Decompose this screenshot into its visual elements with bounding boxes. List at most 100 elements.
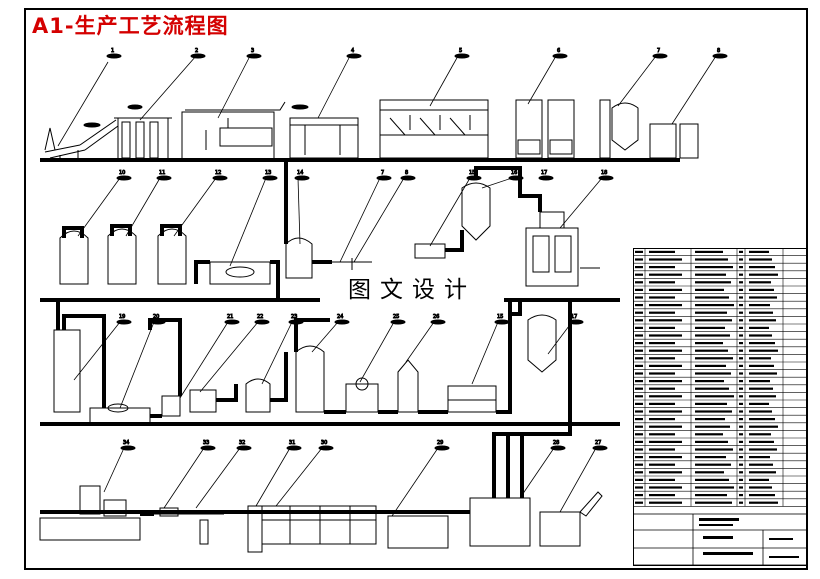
table-cell-text bbox=[695, 433, 723, 436]
table-cell-text bbox=[649, 288, 682, 291]
table-cell-text bbox=[739, 433, 743, 436]
table-cell-text bbox=[649, 250, 675, 253]
tag: 15 bbox=[497, 314, 503, 320]
table-cell-text bbox=[749, 418, 775, 421]
tag: 19 bbox=[119, 314, 125, 320]
table-cell-text bbox=[649, 463, 675, 466]
table-cell-text bbox=[695, 380, 724, 383]
table-cell-text bbox=[695, 410, 732, 413]
process-piping bbox=[40, 158, 680, 516]
tag: 27 bbox=[595, 440, 601, 446]
table-cell-text bbox=[749, 357, 771, 360]
table-cell-text bbox=[649, 342, 675, 345]
table-cell-text bbox=[749, 478, 769, 481]
table-cell-text bbox=[635, 311, 643, 314]
table-cell-text bbox=[739, 357, 743, 360]
equipment-list-table bbox=[633, 248, 807, 566]
table-cell-text bbox=[649, 478, 675, 481]
table-cell-text bbox=[749, 258, 772, 261]
table-cell-text bbox=[739, 326, 743, 329]
table-cell-text bbox=[635, 418, 643, 421]
table-cell-text bbox=[739, 311, 743, 314]
table-cell-text bbox=[749, 494, 775, 497]
table-cell-text bbox=[649, 456, 682, 459]
table-cell-text bbox=[695, 478, 729, 481]
table-cell-text bbox=[695, 250, 723, 253]
tag: 16 bbox=[511, 170, 517, 176]
table-cell-text bbox=[695, 448, 733, 451]
table-cell-text bbox=[695, 334, 730, 337]
table-cell-text bbox=[749, 395, 776, 398]
table-cell-text bbox=[635, 486, 643, 489]
tag: 23 bbox=[291, 314, 297, 320]
table-cell-text bbox=[749, 410, 772, 413]
table-cell-text bbox=[749, 281, 771, 284]
table-cell-text bbox=[649, 326, 675, 329]
tag-row4: 34 33 32 31 30 29 28 27 bbox=[120, 440, 608, 451]
table-cell-text bbox=[739, 486, 743, 489]
table-cell-text bbox=[649, 448, 675, 451]
table-cell-text bbox=[749, 250, 769, 253]
table-cell-text bbox=[739, 258, 743, 261]
table-cell-text bbox=[635, 342, 643, 345]
table-cell-text bbox=[739, 250, 743, 253]
tag-row1: 1 2 3 4 5 6 7 8 bbox=[106, 48, 728, 59]
table-cell-text bbox=[635, 501, 643, 504]
table-cell-text bbox=[749, 334, 772, 337]
row1-equipment bbox=[44, 99, 699, 162]
table-cell-text bbox=[695, 418, 725, 421]
table-cell-text bbox=[749, 448, 777, 451]
table-cell-text bbox=[635, 273, 643, 276]
table-cell-text bbox=[635, 440, 643, 443]
table-cell-text bbox=[635, 471, 643, 474]
table-cell-text bbox=[635, 433, 643, 436]
table-cell-text bbox=[695, 349, 728, 352]
row2-equipment bbox=[59, 182, 600, 287]
table-cell-text bbox=[635, 448, 643, 451]
table-cell-text bbox=[635, 463, 643, 466]
table-cell-text bbox=[739, 410, 743, 413]
table-cell-text bbox=[739, 304, 743, 307]
table-cell-text bbox=[749, 471, 776, 474]
table-cell-text bbox=[749, 380, 770, 383]
table-cell-text bbox=[649, 402, 675, 405]
table-cell-text bbox=[749, 433, 771, 436]
table-cell-text bbox=[695, 311, 727, 314]
table-cell-text bbox=[749, 501, 778, 504]
watermark-text: 图文设计 bbox=[320, 272, 504, 308]
table-cell-text bbox=[749, 311, 773, 314]
table-cell-text bbox=[739, 501, 743, 504]
tag: 13 bbox=[265, 170, 271, 176]
tag-row3: 19 20 21 22 23 24 25 26 15 17 bbox=[116, 314, 584, 325]
table-cell-text bbox=[649, 357, 675, 360]
tag: 8 bbox=[717, 48, 720, 54]
table-cell-text bbox=[695, 471, 724, 474]
table-cell-text bbox=[695, 456, 726, 459]
table-cell-text bbox=[749, 486, 772, 489]
table-cell-text bbox=[695, 296, 729, 299]
tag: 12 bbox=[215, 170, 221, 176]
table-cell-text bbox=[739, 471, 743, 474]
tag: 17 bbox=[541, 170, 547, 176]
table-cell-text bbox=[635, 304, 643, 307]
table-cell-text bbox=[649, 395, 682, 398]
tag: 34 bbox=[123, 440, 129, 446]
table-cell-text bbox=[635, 326, 643, 329]
table-cell-text bbox=[749, 349, 778, 352]
table-cell-text bbox=[739, 456, 743, 459]
table-cell-text bbox=[749, 440, 774, 443]
table-cell-text bbox=[695, 494, 727, 497]
table-cell-text bbox=[739, 296, 743, 299]
tag: 7 bbox=[657, 48, 660, 54]
table-cell-text bbox=[649, 296, 675, 299]
tag: 21 bbox=[227, 314, 233, 320]
table-cell-text bbox=[695, 304, 734, 307]
table-cell-text bbox=[749, 342, 775, 345]
row3-equipment bbox=[53, 314, 557, 425]
table-cell-text bbox=[635, 380, 643, 383]
table-cell-text bbox=[635, 334, 643, 337]
tag: 8 bbox=[405, 170, 408, 176]
table-cell-text bbox=[695, 357, 733, 360]
table-cell-text bbox=[739, 364, 743, 367]
